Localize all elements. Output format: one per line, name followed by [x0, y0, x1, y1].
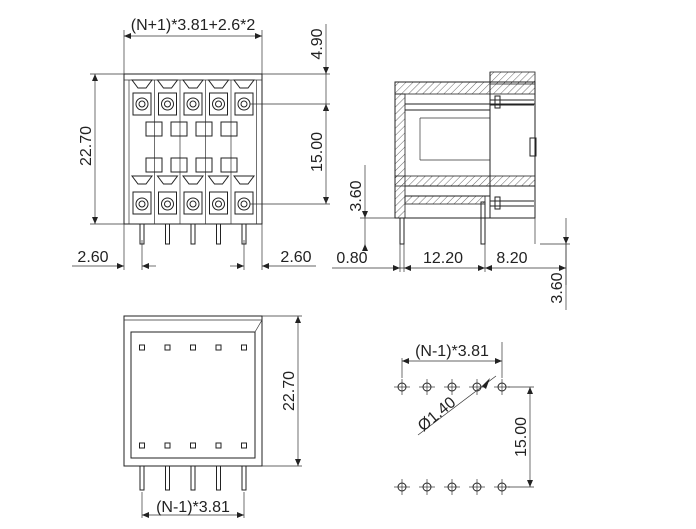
side-depth-label: 12.20: [423, 250, 463, 267]
pin-pad: [190, 442, 196, 449]
pin-pad: [164, 442, 171, 449]
side-lower-offset-label: 3.60: [348, 180, 365, 211]
pin-leg: [139, 465, 145, 491]
pcb-hole: [419, 479, 435, 495]
front-width-formula: (N+1)*3.81+2.6*2: [131, 17, 256, 34]
side-view: 3.60 0.80 12.20 8.20 3.60: [332, 71, 570, 310]
front-pin-columns: [128, 79, 257, 245]
front-right-margin-label: 2.60: [280, 249, 311, 266]
pcb-hole: [494, 379, 510, 395]
side-pin-length-label: 3.60: [549, 272, 566, 303]
pcb-hole: [444, 479, 460, 495]
pin-leg: [241, 465, 247, 491]
screw-icon: [212, 197, 225, 211]
pin-leg: [165, 465, 170, 491]
pin-pad: [241, 344, 247, 351]
screw-icon: [237, 197, 251, 211]
pcb-hole: [469, 379, 485, 395]
pcb-row-spacing-label: 15.00: [513, 417, 530, 457]
pcb-hole: [444, 379, 460, 395]
pcb-hole: [394, 479, 410, 495]
pin-pad: [190, 344, 196, 351]
pcb-layout: (N-1)*3.81 Ø1.40 15.00: [394, 342, 534, 495]
pin-pad: [215, 442, 222, 449]
bottom-view: 22.70 (N-1)*3.81: [123, 315, 302, 518]
front-view: (N+1)*3.81+2.6*2 22.70: [72, 17, 330, 270]
pin-leg: [216, 465, 221, 491]
pin-pad: [215, 344, 222, 351]
pcb-hole-diameter-label: Ø1.40: [415, 394, 459, 435]
pcb-hole: [469, 479, 485, 495]
front-pin-column: [207, 79, 230, 245]
pin-pad: [139, 442, 145, 449]
pin-pad: [241, 442, 247, 449]
bottom-pitch-label: (N-1)*3.81: [156, 499, 230, 516]
pcb-hole: [419, 379, 435, 395]
front-pitch-label: 15.00: [309, 132, 326, 172]
pin-pad: [139, 344, 145, 351]
screw-icon: [212, 97, 225, 111]
screw-icon: [237, 97, 251, 111]
pcb-pitch-label: (N-1)*3.81: [415, 343, 489, 360]
front-height-label: 22.70: [78, 126, 95, 166]
screw-icon: [186, 97, 200, 111]
front-middle-windows: [145, 121, 238, 173]
screw-icon: [135, 97, 149, 111]
side-tail-label: 8.20: [496, 250, 527, 267]
front-pin-column: [182, 79, 204, 245]
bottom-pads: [139, 344, 247, 491]
screw-icon: [186, 197, 200, 211]
front-top-offset-label: 4.90: [309, 28, 326, 59]
pin-pad: [164, 344, 171, 351]
screw-icon: [161, 197, 174, 211]
screw-icon: [161, 97, 174, 111]
pcb-holes: [394, 379, 510, 495]
pin-leg: [190, 465, 196, 491]
pcb-hole: [394, 379, 410, 395]
side-pin-width-label: 0.80: [336, 250, 367, 267]
pcb-hole: [494, 479, 510, 495]
front-pin-column: [131, 79, 153, 245]
screw-icon: [135, 197, 149, 211]
front-left-margin-label: 2.60: [77, 249, 108, 266]
bottom-height-label: 22.70: [281, 371, 298, 411]
front-pin-column: [156, 79, 179, 245]
